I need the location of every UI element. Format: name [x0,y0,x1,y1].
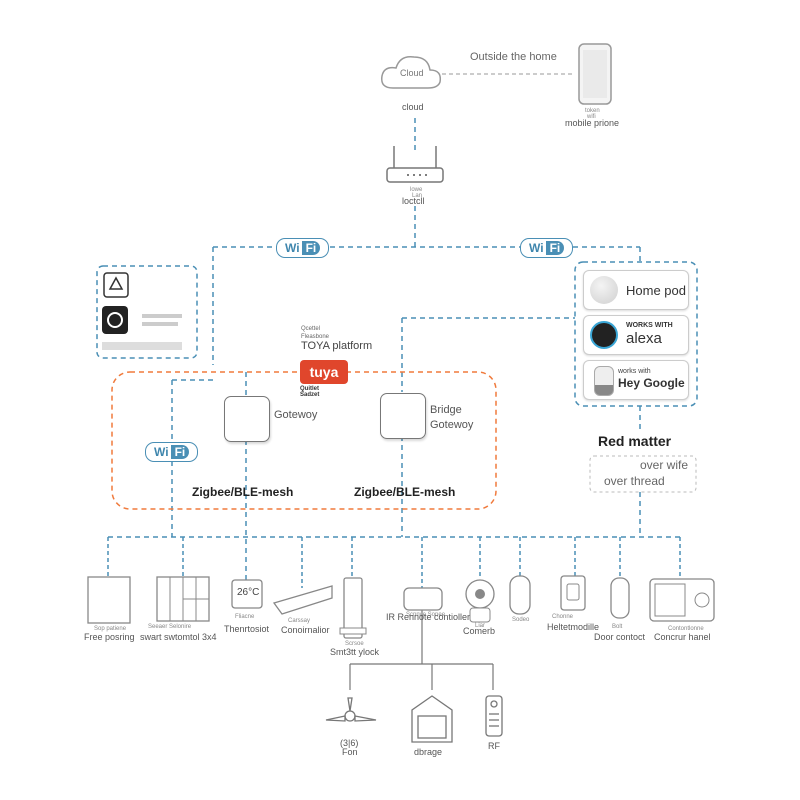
ir-sub-fan: (3|6) [340,738,359,748]
matter-line1: over wife [640,458,689,472]
router-label: loctcll [402,196,425,206]
bridge-label-1: Bridge [430,404,462,416]
homepod-label: Home pod [626,283,686,298]
phone-sub1: token [585,108,600,114]
matter-title: Red matter [598,433,672,449]
bridge-label-2: Gotewoy [430,419,474,431]
gateway-device [224,396,270,442]
homepod-card: Home pod [583,270,689,310]
google-small-label: works with [618,368,651,375]
router-sub2: Lan [412,193,423,199]
echo-icon [590,321,618,349]
platform-small2: Fleasbone [301,334,330,340]
device-sub-door: Bolt [612,624,623,630]
google-speaker-icon [594,366,614,396]
outside-home-label: Outside the home [470,51,557,63]
cloud-label: cloud [402,102,424,112]
device-sub-curtain: Carssay [288,618,311,624]
device-sub-free-posring: Sop patiene [94,626,127,632]
homepod-icon [590,276,618,304]
device-name-camera: Comerb [463,626,496,636]
router-sub1: lowe [410,187,423,193]
gateway-label: Gotewoy [274,409,318,421]
app-box [96,265,198,359]
matter-line2: over thread [604,474,665,488]
fan-icon [325,697,377,722]
smart-lock-icon [343,577,363,639]
device-sub-thermostat: Fliacne [235,614,255,620]
homekit-app-icon [102,306,128,334]
garage-icon [411,695,453,743]
free-posting-switch [87,576,131,624]
google-card: works with Hey Google [583,360,689,400]
alexa-app-icon [103,272,129,298]
platform-small1: Qcettel [301,326,321,332]
device-name-thermostat: Thenrtosiot [224,624,270,634]
device-drops [107,537,681,588]
device-sub-lock: Scrsoe [345,641,364,647]
tuya-sub1: Quitlet [300,386,319,392]
curtain-controller [272,585,333,615]
siren-icon [509,575,531,615]
voice-box [574,261,698,407]
rf-remote-icon [485,695,503,737]
device-sub-ir: Scnnve Sonee [406,612,446,618]
device-name-ir: IR Rennote contioller [386,612,471,622]
thermostat-icon [231,579,263,609]
device-name-panel: Concrur hanel [654,632,711,642]
tuya-sub2: Sadzet [300,392,320,398]
protocol-right: Zigbee/BLE-mesh [354,485,456,499]
door-contact-icon [610,577,630,619]
cloud-icon-label: Cloud [400,68,424,78]
matter-box [589,455,697,493]
motion-sensor-icon [560,575,586,611]
device-name-free-posring: Free posring [84,632,135,642]
alexa-small-label: WORKS WITH [626,322,673,329]
cloud-icon [380,55,442,89]
control-panel-icon [649,578,715,622]
device-sub-camera: Liar [475,623,486,629]
device-sub-switch: Seeaer Selonire [148,624,192,630]
platform-label: TOYA platform [301,340,373,352]
device-name-door: Door contoct [594,632,646,642]
google-label: Hey Google [618,376,685,390]
phone-sub2: wifi [587,114,596,120]
protocol-left: Zigbee/BLE-mesh [192,485,294,499]
device-name-curtain: Conoirnalior [281,625,330,635]
device-name-switch: swart swtomtol 3x4 [140,632,217,642]
ir-remote-controller [403,587,443,611]
ir-name-garage: dbrage [414,747,443,757]
thermostat-reading: 26°C [237,587,260,598]
alexa-label: alexa [626,330,662,347]
ir-name-rf: RF [488,741,500,751]
device-sub-motion: Chonne [552,614,574,620]
device-name-lock: Smt3tt ylock [330,647,380,657]
tuya-logo: tuya [300,360,348,384]
device-sub-siren: Sodeo [512,617,530,623]
phone-label: mobile prione [565,118,620,128]
ir-name-fan: Fon [342,747,358,757]
device-name-motion: Heltetmodille [547,622,600,632]
alexa-card: WORKS WITH alexa [583,315,689,355]
bridge-gateway-device [380,393,426,439]
device-sub-panel: Contontlonne [668,626,704,632]
